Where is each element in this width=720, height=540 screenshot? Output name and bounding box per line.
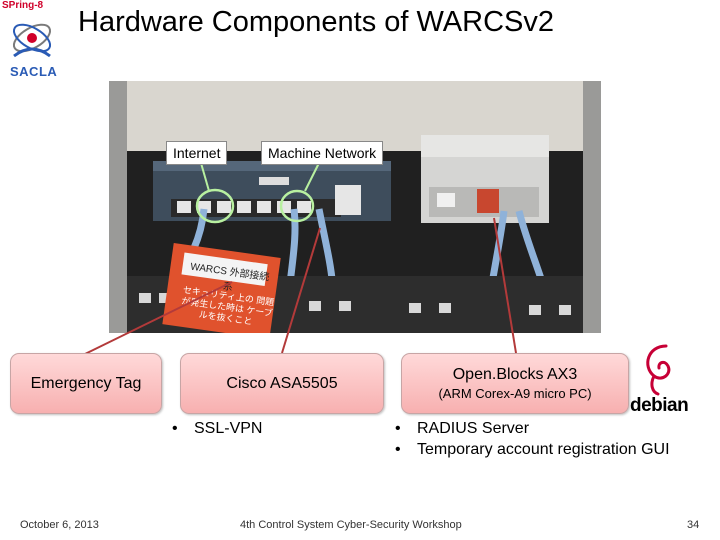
slide-title: Hardware Components of WARCSv2 (78, 6, 554, 38)
openblocks-label: Open.Blocks AX3 (452, 366, 578, 383)
hardware-photo-illustration (109, 81, 601, 333)
bullet-text: RADIUS Server (417, 420, 530, 437)
emergency-tag-box: Emergency Tag (10, 353, 162, 414)
bullet-dot-icon: • (395, 441, 401, 458)
cisco-asa-label: Cisco ASA5505 (226, 374, 338, 392)
bullet-dot-icon: • (172, 420, 178, 437)
cisco-bullet-list: • SSL-VPN (172, 418, 262, 439)
debian-wordmark: debian (630, 395, 689, 416)
debian-swirl-icon (646, 344, 671, 396)
emergency-tag-label: Emergency Tag (30, 374, 142, 392)
spring8-logo-text: SPring-8 (2, 0, 44, 11)
footer-event: 4th Control System Cyber-Security Worksh… (240, 519, 462, 531)
list-item: • Temporary account registration GUI (395, 439, 670, 460)
openblocks-bullet-list: • RADIUS Server • Temporary account regist… (395, 418, 670, 460)
spring8-sacla-logo: SPring-8 SACLA (2, 0, 62, 82)
list-item: • RADIUS Server (395, 418, 670, 439)
bullet-text: SSL-VPN (194, 420, 263, 437)
footer-date: October 6, 2013 (20, 519, 99, 531)
internet-label: Internet (166, 141, 228, 165)
machine-network-label: Machine Network (261, 141, 384, 165)
openblocks-box: Open.Blocks AX3 (ARM Corex-A9 micro PC) (401, 353, 629, 414)
bullet-text: Temporary account registration GUI (417, 441, 670, 458)
openblocks-sublabel: (ARM Corex-A9 micro PC) (438, 386, 592, 401)
bullet-dot-icon: • (395, 420, 401, 437)
logo-emblem-icon (12, 23, 52, 58)
sacla-logo-text: SACLA (10, 64, 58, 79)
list-item: • SSL-VPN (172, 418, 262, 439)
cisco-asa-box: Cisco ASA5505 (180, 353, 384, 414)
debian-logo: debian (630, 340, 692, 420)
hardware-photo: WARCS 外部接続系 セキュリティ上の 問題が発生した時は ケーブルを抜くこと (109, 81, 601, 333)
footer-page-number: 34 (687, 519, 700, 531)
